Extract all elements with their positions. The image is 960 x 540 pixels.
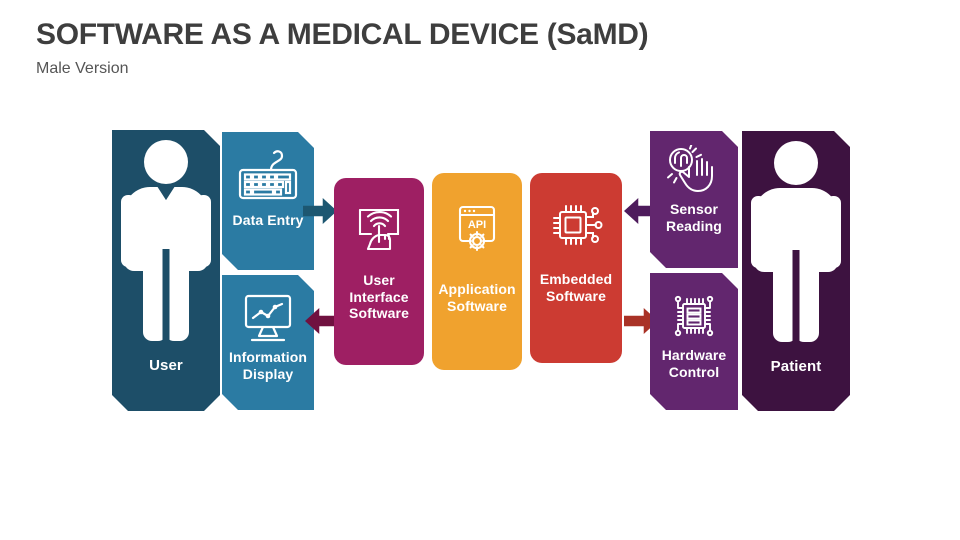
hardware-control-label: Hardware Control — [661, 347, 727, 380]
api-gear-icon: API — [452, 203, 502, 255]
page-title: SOFTWARE AS A MEDICAL DEVICE (SaMD) — [36, 18, 649, 51]
data-entry-label: Data Entry — [232, 212, 304, 228]
monitor-chart-icon — [239, 293, 297, 343]
sensor-reading-block[interactable]: Sensor Reading — [650, 131, 738, 268]
user-interface-software-block[interactable]: User Interface Software — [334, 178, 424, 365]
information-display-label: Information Display — [228, 349, 308, 382]
svg-text:API: API — [468, 219, 486, 231]
user-interface-software-label: User Interface Software — [349, 272, 409, 322]
person-icon — [124, 140, 208, 337]
touchscreen-tap-icon — [354, 204, 404, 254]
application-software-label: Application Software — [438, 281, 516, 314]
information-display-block[interactable]: Information Display — [222, 275, 314, 410]
sensor-reading-label: Sensor Reading — [666, 201, 722, 234]
data-entry-block[interactable]: Data Entry — [222, 132, 314, 270]
chip-board-icon — [669, 291, 719, 341]
user-actor-block[interactable]: User — [112, 130, 220, 411]
hardware-control-block[interactable]: Hardware Control — [650, 273, 738, 410]
person-icon — [754, 141, 838, 338]
patient-label: Patient — [770, 357, 822, 375]
embedded-software-block[interactable]: Embedded Software — [530, 173, 622, 363]
application-software-block[interactable]: API Application Software — [432, 173, 522, 370]
fingerprint-hand-icon — [664, 145, 724, 197]
microchip-icon — [549, 201, 603, 249]
embedded-software-label: Embedded Software — [539, 271, 613, 304]
page-subtitle: Male Version — [36, 60, 129, 77]
user-label: User — [149, 357, 183, 375]
patient-actor-block[interactable]: Patient — [742, 131, 850, 411]
header: SOFTWARE AS A MEDICAL DEVICE (SaMD) Male… — [36, 18, 649, 78]
keyboard-icon — [237, 148, 299, 204]
